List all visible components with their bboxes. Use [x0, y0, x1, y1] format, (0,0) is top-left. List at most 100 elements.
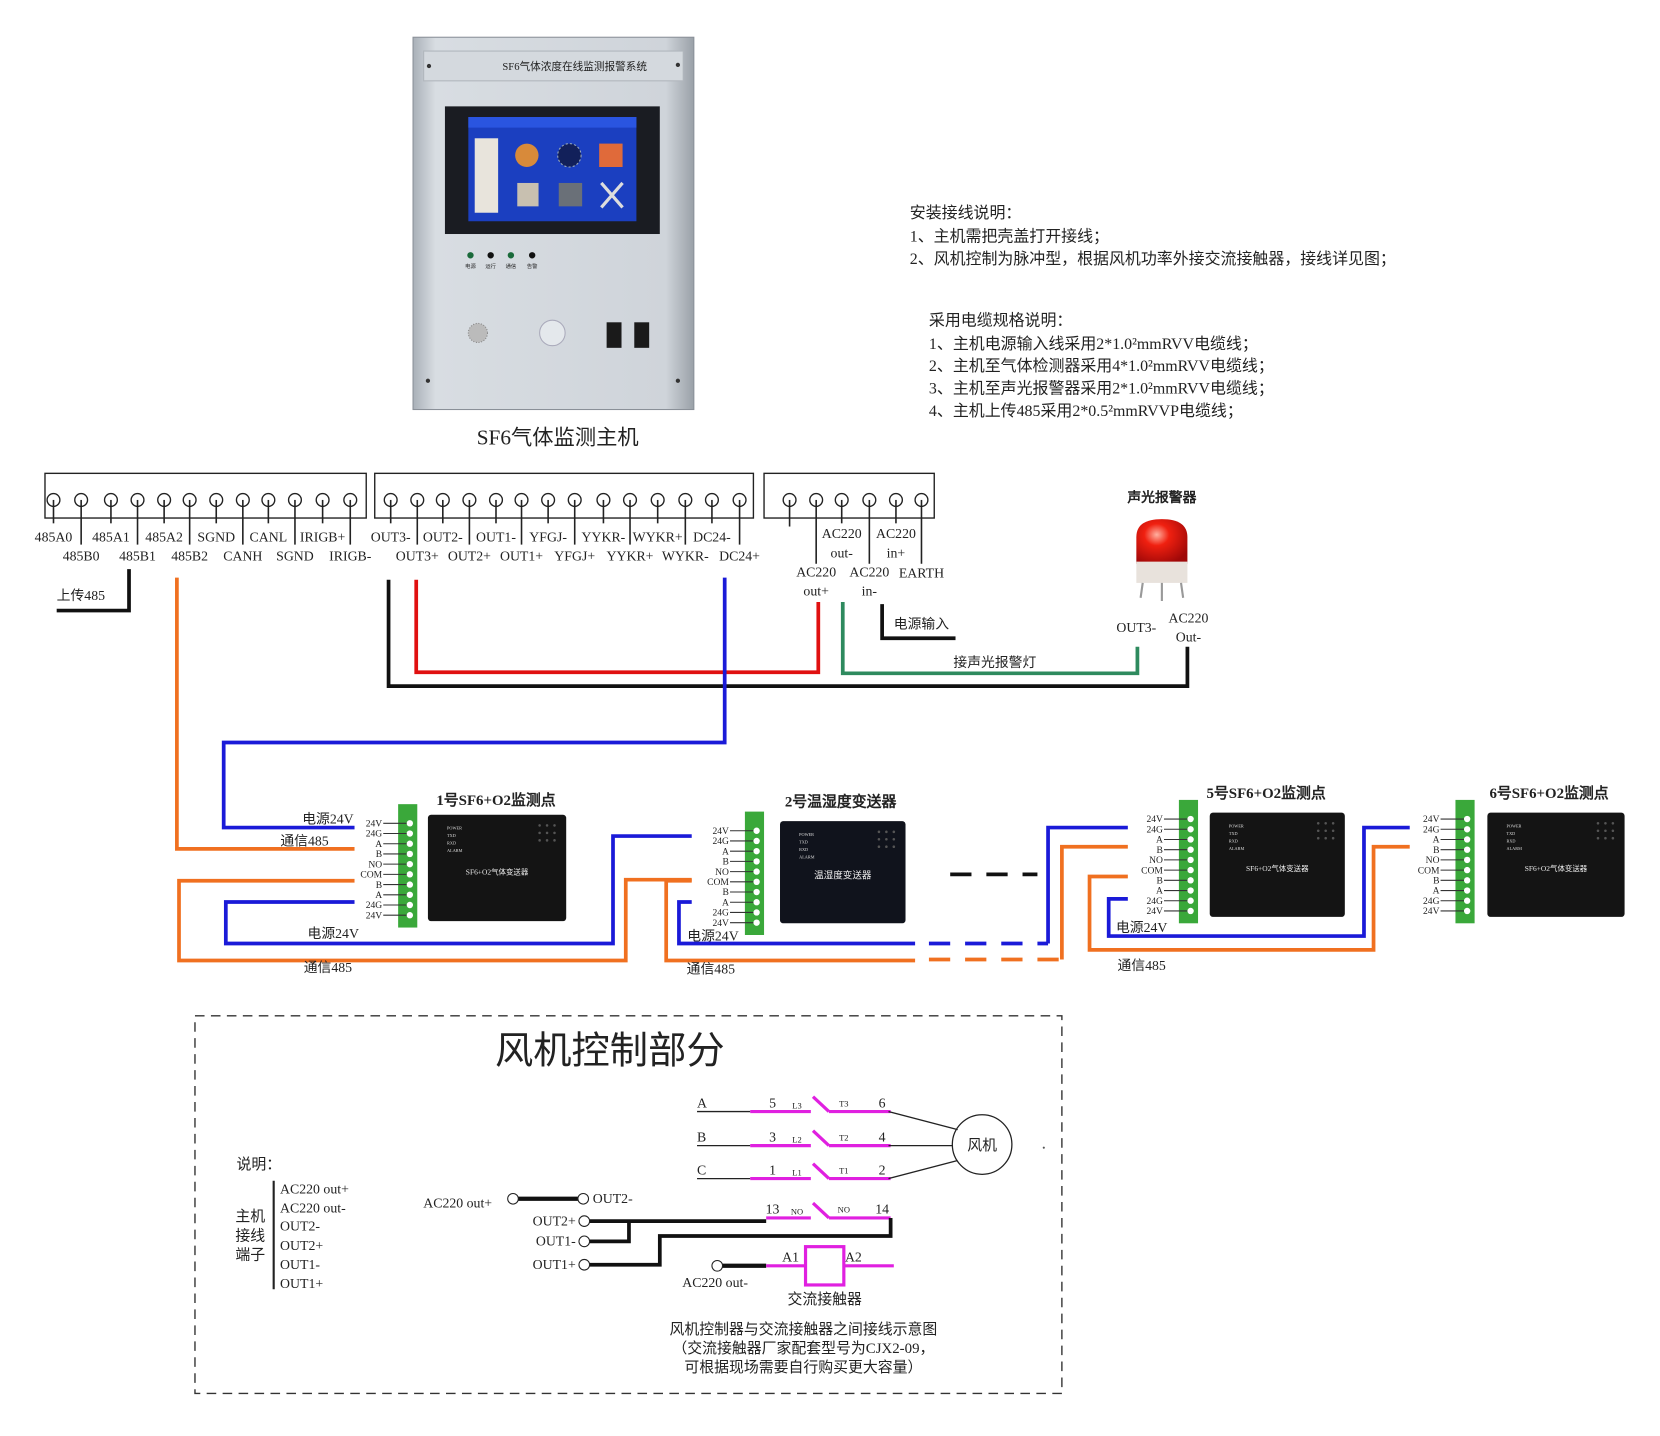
strip-terminal: [753, 878, 760, 886]
strip-terminal: [753, 888, 760, 896]
terminal-screw: YFGJ+: [554, 492, 595, 564]
install-notes-title: 安装接线说明：: [910, 204, 1022, 222]
device-led-label: POWER: [1229, 824, 1244, 829]
cable-notes-title: 采用电缆规格说明：: [929, 311, 1072, 329]
svg-text:告警: 告警: [527, 262, 538, 270]
fan-caption: （交流接触器厂家配套型号为CJX2-09，: [672, 1339, 934, 1357]
terminal-label: CANH: [223, 549, 262, 564]
host-caption: SF6气体监测主机: [477, 426, 639, 450]
svg-text:NO: NO: [791, 1207, 803, 1217]
svg-text:1: 1: [769, 1162, 776, 1177]
install-note: 1、主机需把壳盖打开接线；: [910, 227, 1109, 245]
terminal-label: IRIGB-: [329, 549, 372, 564]
alarm-lamp-wire: [840, 602, 1140, 676]
terminal-label: YFGJ+: [554, 549, 595, 564]
strip-terminal: [406, 840, 414, 847]
host-button: [539, 319, 566, 347]
strip-terminal: [1187, 866, 1194, 874]
power24v-label: 电源24V: [308, 926, 359, 941]
host-terminal-blocks: 485A0485B0485A1485B1485A2485B2SGNDCANHCA…: [35, 472, 944, 599]
terminal-out2-minus: [577, 1192, 590, 1205]
terminal-label: WYKR+: [633, 529, 683, 544]
svg-text:L1: L1: [792, 1167, 801, 1177]
strip-terminal: [1187, 887, 1194, 894]
pin-label: B: [1433, 845, 1439, 856]
strip-terminal: [1187, 877, 1194, 884]
strip-terminal: [1463, 907, 1471, 915]
pin-label: A: [375, 839, 382, 850]
coil-a1-label: A1: [782, 1250, 799, 1265]
out3-plus-wire: [414, 579, 821, 675]
device-led-label: TXD: [799, 840, 808, 845]
pin-label: A: [1156, 835, 1163, 846]
pin-label: 24G: [366, 829, 383, 840]
strip-terminal: [406, 901, 414, 909]
host-terminal-label: 接线: [235, 1227, 265, 1244]
terminal-label: 485A2: [145, 529, 183, 544]
strip-terminal: [1187, 836, 1194, 843]
contactor-coil: [803, 1245, 846, 1287]
sensor-chain: 1号SF6+O2监测点24V24GABNOCOMBA24G24VPOWERTXD…: [360, 784, 1625, 935]
sensor-wiring: 电源24V 通信485 电源24V 通信485 电源24V 通信485 电源24…: [177, 811, 1410, 976]
terminal-screw: IRIGB-: [329, 492, 372, 564]
pin-label: 24G: [712, 908, 729, 919]
terminal-label: out+: [803, 584, 829, 599]
pin-label: 24V: [366, 818, 383, 829]
strip-terminal: [406, 850, 414, 858]
svg-text:电源: 电源: [465, 262, 476, 270]
ac-out-minus-label: AC220 out-: [682, 1275, 748, 1290]
pin-label: COM: [1418, 865, 1440, 876]
strip-terminal: [753, 837, 760, 845]
terminal-label: WYKR-: [662, 549, 709, 564]
strip-terminal: [1187, 846, 1194, 853]
terminal-screw: [782, 492, 797, 527]
fan-caption: 风机控制器与交流接触器之间接线示意图: [670, 1320, 938, 1338]
device-led-label: POWER: [1507, 824, 1522, 829]
strip-terminal: [406, 830, 414, 837]
terminal-screw: 485B0: [63, 492, 100, 564]
strip-terminal: [1187, 856, 1194, 864]
strip-terminal: [406, 891, 414, 898]
strip-terminal: [406, 871, 414, 878]
pin-label: B: [1157, 876, 1163, 887]
phase-label: A: [697, 1095, 707, 1110]
power24v-label: 电源24V: [302, 811, 353, 826]
terminal-screw: OUT3-: [371, 492, 411, 544]
coil-a2-label: A2: [845, 1250, 862, 1265]
terminal-screw: SGND: [276, 492, 314, 564]
terminal-screw: YYKR+: [607, 492, 654, 564]
sensor-node: 6号SF6+O2监测点24V24GABNOCOMBA24G24VPOWERTXD…: [1418, 784, 1625, 924]
alarm-pin-out3: OUT3-: [1116, 620, 1156, 635]
terminal-label: 485A1: [92, 529, 130, 544]
terminal-out2-plus: [578, 1215, 591, 1227]
comm485-label: 通信485: [687, 961, 735, 976]
alarm-switch: [634, 322, 650, 348]
pin-label: COM: [707, 877, 729, 888]
strip-terminal: [1463, 897, 1471, 904]
transmitter-device-photo: [427, 814, 567, 922]
sound-light-alarm: 声光报警器 OUT3- AC220 Out-: [1116, 489, 1208, 644]
strip-terminal: [406, 881, 414, 888]
terminal-ac-out-minus: [711, 1259, 724, 1272]
terminal-screw: 485A2: [145, 492, 183, 544]
terminal-screw: SGND: [197, 492, 235, 544]
svg-text:3: 3: [769, 1129, 776, 1144]
terminal-screw: DC24+: [719, 492, 760, 564]
out1-minus-label: OUT1-: [536, 1234, 576, 1249]
terminal-screw: OUT2+: [448, 492, 491, 564]
terminal-label: SGND: [276, 549, 314, 564]
terminal-label: AC220: [796, 565, 836, 580]
terminal-screw: EARTH: [899, 492, 944, 581]
terminal-screw: YFGJ-: [529, 492, 567, 544]
transmitter-device-photo: [1209, 812, 1345, 917]
strip-terminal: [1463, 856, 1471, 864]
host-device-photo: SF6气体浓度在线监测报警系统 电源 运行 通信 告警: [412, 36, 695, 411]
pin-label: A: [722, 897, 729, 908]
terminal-screw: 485B2: [171, 492, 208, 564]
device-led-label: RXD: [799, 847, 808, 852]
fan-section-title: 风机控制部分: [495, 1030, 725, 1073]
pin-label: A: [1433, 886, 1440, 897]
pin-label: 24V: [1146, 814, 1163, 825]
host-terminal-item: AC220 out+: [280, 1181, 349, 1196]
